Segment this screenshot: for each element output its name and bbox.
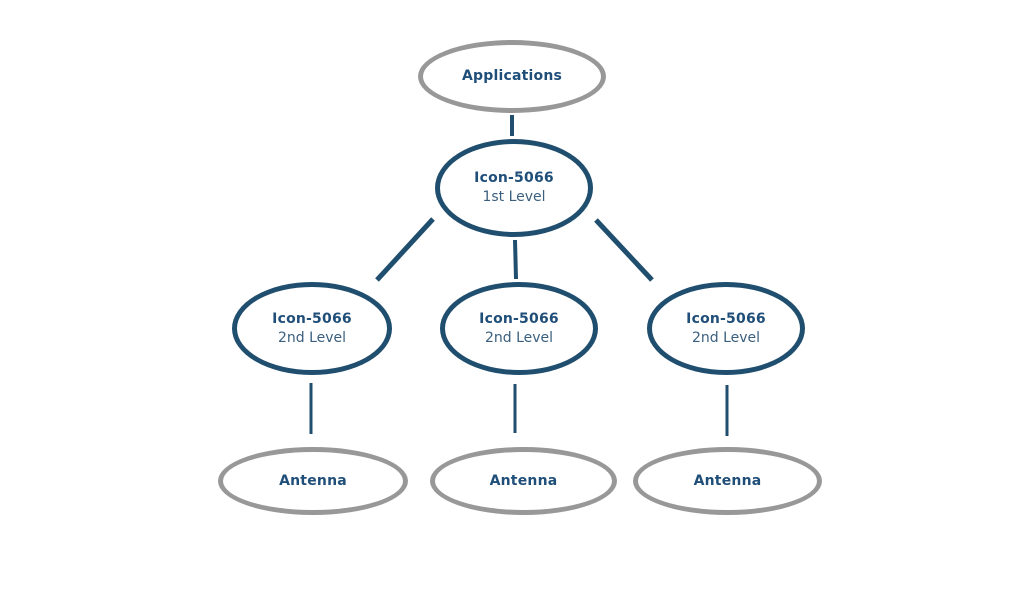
node-icon5066-1st-level-subtitle: 1st Level [482, 189, 546, 205]
node-icon5066-2nd-level-left-title: Icon-5066 [272, 310, 352, 327]
node-antenna-center-label: Antenna [489, 472, 558, 489]
node-icon5066-1st-level[interactable]: Icon-5066 1st Level [435, 139, 593, 237]
node-icon5066-2nd-level-center-subtitle: 2nd Level [484, 329, 554, 346]
node-icon5066-1st-level-title: Icon-5066 [474, 170, 554, 187]
node-icon5066-2nd-level-right-title: Icon-5066 [686, 310, 766, 327]
edge-level1-level2-right [594, 218, 654, 282]
node-icon5066-2nd-level-left[interactable]: Icon-5066 2nd Level [232, 282, 392, 375]
node-applications[interactable]: Applications [418, 40, 606, 113]
edge-level1-level2-center [513, 239, 518, 280]
node-antenna-left[interactable]: Antenna [218, 447, 408, 515]
node-antenna-left-label: Antenna [279, 472, 347, 489]
node-icon5066-2nd-level-left-subtitle: 2nd Level [277, 329, 347, 346]
node-icon5066-2nd-level-center-title: Icon-5066 [479, 310, 559, 327]
node-antenna-center[interactable]: Antenna [430, 447, 617, 515]
node-icon5066-2nd-level-right[interactable]: Icon-5066 2nd Level [647, 282, 805, 375]
node-icon5066-2nd-level-right-subtitle: 2nd Level [691, 329, 761, 346]
node-antenna-right-label: Antenna [693, 472, 762, 489]
node-antenna-right[interactable]: Antenna [633, 447, 822, 515]
node-applications-label: Applications [461, 68, 563, 85]
edge-level1-level2-left [375, 217, 435, 282]
node-icon5066-2nd-level-center[interactable]: Icon-5066 2nd Level [440, 282, 598, 375]
